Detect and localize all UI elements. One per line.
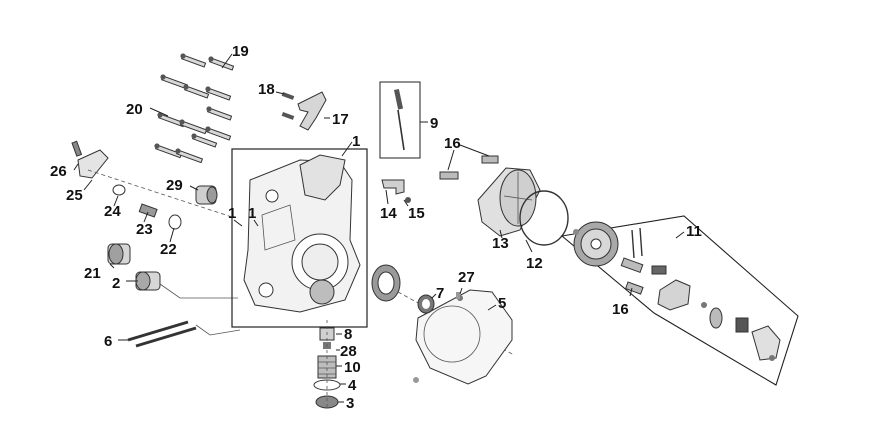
crankcase-box	[231, 148, 368, 328]
label-12: 12	[526, 255, 543, 272]
label-14: 14	[380, 205, 397, 222]
label-10: 10	[344, 359, 361, 376]
oil-pump-parts	[620, 227, 781, 361]
label-28: 28	[340, 343, 357, 360]
label-18: 18	[258, 81, 275, 98]
label-24: 24	[104, 203, 121, 220]
label-16-lower: 16	[612, 301, 629, 318]
label-4: 4	[348, 377, 357, 394]
label-25: 25	[66, 187, 83, 204]
label-8: 8	[344, 326, 352, 343]
label-11: 11	[686, 223, 702, 240]
oil-pump-box	[560, 215, 799, 386]
crankcase-1	[243, 154, 361, 313]
oil-seal	[371, 264, 401, 302]
cover-13	[477, 167, 541, 237]
label-20: 20	[126, 101, 143, 118]
leader-lines	[73, 91, 685, 403]
bushing-21	[107, 243, 131, 265]
label-16-upper: 16	[444, 135, 461, 152]
pin-27	[456, 292, 460, 299]
label-17: 17	[332, 111, 349, 128]
bushing-29	[195, 185, 218, 205]
label-22: 22	[160, 241, 177, 258]
label-1a: 1	[228, 205, 236, 222]
cover-plate-25	[71, 140, 233, 230]
label-5: 5	[498, 295, 506, 312]
label-27: 27	[458, 269, 475, 286]
label-29: 29	[166, 177, 183, 194]
label-9: 9	[430, 115, 438, 132]
oring-7	[417, 294, 435, 314]
studs-6	[127, 320, 241, 348]
bracket-14	[381, 179, 411, 203]
label-26: 26	[50, 163, 67, 180]
label-6: 6	[104, 333, 112, 350]
label-19: 19	[232, 43, 249, 60]
label-2: 2	[112, 275, 120, 292]
label-1b: 1	[248, 205, 256, 222]
label-21: 21	[84, 265, 101, 282]
label-7: 7	[436, 285, 444, 302]
gasket-12	[519, 190, 569, 246]
label-13: 13	[492, 235, 509, 252]
part-labels: 1 1 1 2 3 4 5 6 7 8 9 10 11 12 13 14 15 …	[50, 43, 702, 412]
bracket-17	[281, 91, 327, 131]
side-cover-5	[415, 289, 513, 385]
oil-pump-sprocket	[573, 221, 619, 267]
screws-16-upper	[439, 144, 499, 180]
label-15: 15	[408, 205, 425, 222]
label-1: 1	[352, 133, 360, 150]
dipstick-box	[379, 81, 421, 159]
label-3: 3	[346, 395, 354, 412]
bushing-2	[135, 271, 161, 291]
label-23: 23	[136, 221, 153, 238]
bolt-set-19-20	[149, 53, 235, 164]
dipstick-9	[394, 88, 405, 151]
pin-5-bottom	[413, 377, 419, 383]
